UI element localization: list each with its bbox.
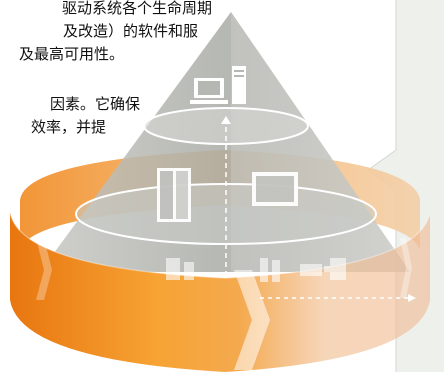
ring-segment-divider (36, 238, 412, 370)
ring-front (10, 212, 430, 372)
pyramid (40, 12, 410, 310)
description-line-5: 效率，并提 (30, 118, 106, 136)
computer-icon (190, 66, 246, 104)
control-cabinet-icon (157, 168, 191, 222)
operator-panel-icon (252, 172, 298, 206)
drive-module-icon (166, 258, 280, 282)
description-line-4: 因素。它确保 (49, 95, 140, 113)
description-line-1: 驱动系统各个生命周期 (61, 0, 212, 17)
description-line-3: 及最高可用性。 (18, 45, 124, 63)
flow-arrow (260, 294, 416, 302)
description-line-2: 及改造）的软件和服 (62, 22, 198, 40)
motor-icon (300, 258, 346, 280)
